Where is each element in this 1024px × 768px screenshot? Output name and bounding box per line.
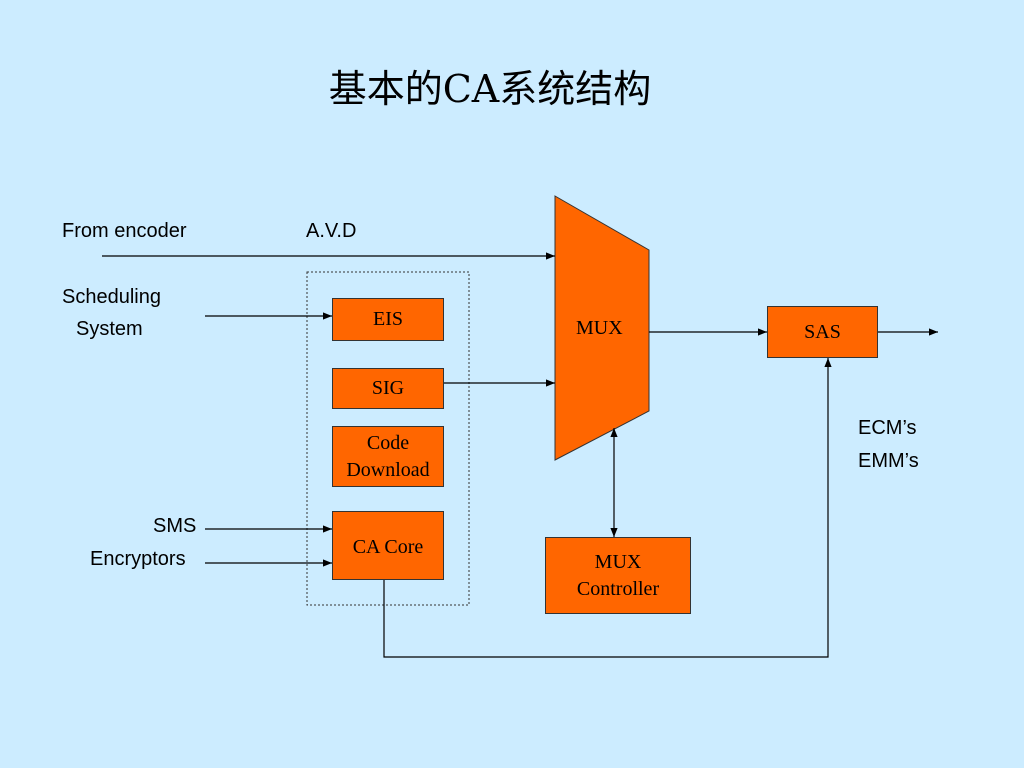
sas-label: SAS xyxy=(804,320,841,343)
encryptors-label: Encryptors xyxy=(90,548,186,570)
system-label: System xyxy=(76,318,143,340)
ca-core-label: CA Core xyxy=(352,536,424,558)
code-download-block: Code Download xyxy=(332,426,444,487)
avd-label: A.V.D xyxy=(306,220,357,242)
ca-group-boundary xyxy=(306,271,470,606)
ca-core-block: CA Core xyxy=(332,511,444,580)
code-download-label-line1: Code xyxy=(366,431,410,454)
eis-label: EIS xyxy=(373,308,403,330)
mux-controller-label-line1: MUX xyxy=(594,550,642,573)
mux-controller-label-line2: Controller xyxy=(576,577,660,600)
ecms-label: ECM’s xyxy=(858,417,917,439)
slide-title: 基本的CA系统结构 xyxy=(328,67,652,111)
cacore-to-sas-path xyxy=(383,358,832,658)
emms-label: EMM’s xyxy=(858,450,919,472)
sig-block: SIG xyxy=(332,368,444,409)
eis-block: EIS xyxy=(332,298,444,341)
sas-block: SAS xyxy=(767,306,878,358)
code-download-label-line2: Download xyxy=(346,458,430,481)
sig-label: SIG xyxy=(371,377,405,399)
from-encoder-label: From encoder xyxy=(62,220,187,242)
sms-label: SMS xyxy=(153,515,197,537)
mux-label: MUX xyxy=(576,317,623,339)
mux-controller-block: MUX Controller xyxy=(545,537,691,614)
scheduling-label: Scheduling xyxy=(62,286,161,308)
mux-block xyxy=(554,195,650,461)
